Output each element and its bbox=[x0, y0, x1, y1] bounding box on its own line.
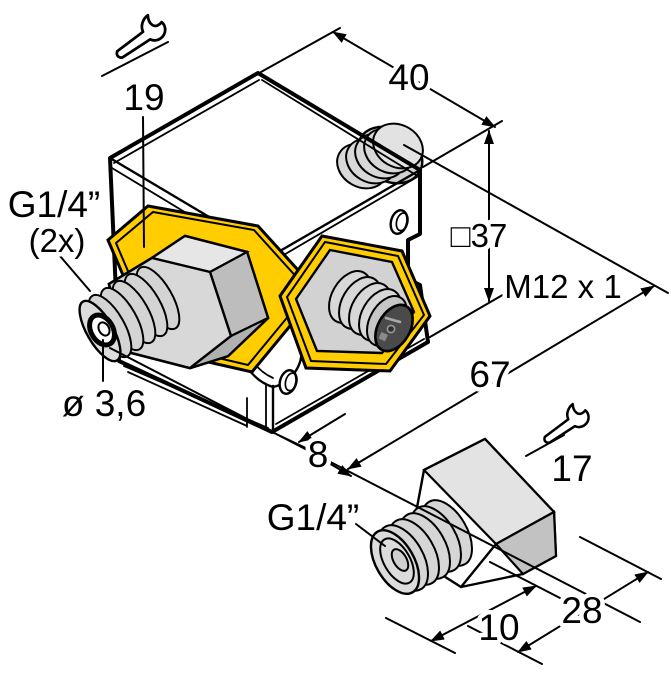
port-bore-hole bbox=[87, 312, 117, 348]
dimension-annotations bbox=[59, 27, 669, 665]
dim-line-40 bbox=[332, 31, 496, 128]
label-square-37: □37 bbox=[451, 217, 508, 254]
label-offset-8: 8 bbox=[308, 434, 329, 475]
dim-line-8-lower bbox=[321, 458, 352, 477]
g14-process-port bbox=[78, 204, 320, 374]
label-wrench-flats-19: 19 bbox=[123, 77, 164, 118]
label-g14-count: (2x) bbox=[29, 222, 86, 259]
label-adapter-g14: G1/4” bbox=[267, 497, 360, 538]
dim-line-8-upper bbox=[298, 413, 346, 443]
label-m12-thread: M12 x 1 bbox=[504, 268, 621, 305]
dim-line-28 bbox=[517, 571, 649, 653]
dim-line-67 bbox=[347, 285, 655, 470]
label-g14-thread: G1/4” bbox=[8, 184, 101, 225]
leader-lines bbox=[59, 41, 565, 547]
adapter-fitting bbox=[369, 437, 558, 595]
adapter-thread-end-face bbox=[369, 529, 421, 595]
label-adapter-wrench-17: 17 bbox=[551, 448, 592, 489]
adapter-facet-edge bbox=[459, 542, 498, 589]
connector-pin bbox=[386, 324, 396, 334]
label-adapter-length-28: 28 bbox=[561, 590, 602, 631]
label-bore-3-6: ø 3,6 bbox=[62, 383, 146, 424]
wrench-icon bbox=[536, 398, 594, 452]
rear-g14-port-thread bbox=[336, 122, 424, 190]
dimension-labels: 19 40 □37 M12 x 1 G1/4” (2x) ø 3,6 8 67 … bbox=[3, 53, 626, 653]
label-width-40: 40 bbox=[388, 57, 429, 98]
left-face-step bbox=[127, 371, 248, 428]
label-thread-length-10: 10 bbox=[478, 607, 519, 648]
label-length-67: 67 bbox=[469, 354, 510, 395]
